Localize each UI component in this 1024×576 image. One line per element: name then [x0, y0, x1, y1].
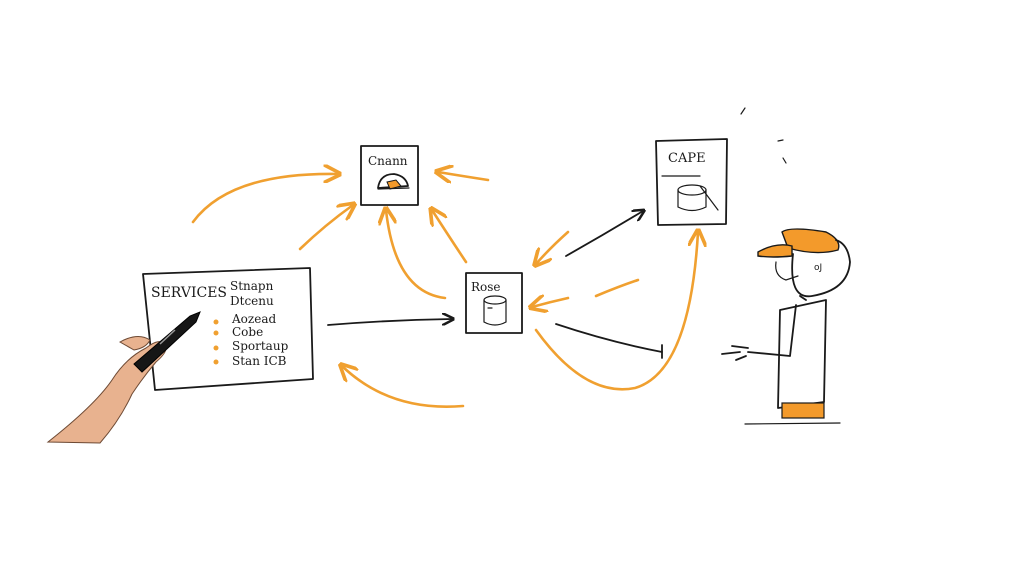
arrow: [386, 210, 447, 300]
pen-icon: [133, 311, 201, 373]
pointing-hand-icon: [721, 345, 749, 361]
line: [555, 323, 663, 353]
arrow: [438, 172, 490, 180]
center-node: Rose: [465, 272, 523, 334]
pen-highlight: [159, 329, 176, 345]
neck: [799, 295, 807, 301]
arrow: [594, 278, 640, 298]
spark-marks: [740, 107, 787, 164]
drawing-hand: [46, 311, 201, 444]
belt: [781, 402, 825, 419]
top-node-label: Cnann: [368, 154, 408, 168]
face-outline: [775, 261, 799, 281]
arrow: [534, 232, 698, 391]
cap-brim: [757, 244, 793, 258]
top-node-frame: [360, 145, 419, 206]
right-node: CAPE: [655, 138, 728, 226]
orange-arrows: [191, 172, 698, 408]
head-outline: [791, 239, 851, 298]
presenter-figure: oJ: [721, 228, 851, 425]
center-node-frame: [465, 272, 523, 334]
arrow: [342, 366, 465, 408]
pointing-arm: [747, 304, 797, 357]
ground-line: [744, 422, 841, 425]
right-node-label: CAPE: [668, 151, 706, 166]
ink-arrows: [327, 211, 663, 359]
bullet-icon: [213, 330, 219, 336]
cylinder-icon: [677, 184, 719, 212]
service-item: Sportaup: [232, 339, 289, 353]
arrow: [536, 230, 570, 264]
service-item: Stnapn: [230, 279, 274, 293]
glasses-icon: oJ: [814, 263, 822, 273]
cake-icon: [377, 173, 410, 190]
bullet-icon: [213, 345, 219, 351]
center-node-label: Rose: [471, 280, 501, 294]
torso: [777, 299, 827, 409]
bullet-icon: [213, 319, 219, 325]
service-item: Stan ICB: [232, 354, 287, 368]
finger: [118, 336, 151, 351]
services-box: SERVICES Stnapn Dtcenu Aozead Cobe Sport…: [142, 267, 314, 391]
arrow: [532, 298, 570, 307]
cap-icon: [781, 228, 840, 254]
service-item: Cobe: [232, 325, 263, 339]
arrow: [565, 211, 643, 257]
arrow: [432, 210, 468, 264]
service-item: Dtcenu: [230, 294, 274, 308]
services-title: SERVICES: [151, 285, 227, 301]
bullet-icon: [213, 359, 219, 365]
right-node-frame: [655, 138, 728, 226]
arrow: [298, 205, 353, 251]
top-node: Cnann: [360, 145, 419, 206]
arrow: [327, 319, 452, 326]
service-item: Aozead: [231, 312, 276, 326]
database-icon: [483, 295, 507, 326]
arrow: [191, 174, 338, 224]
